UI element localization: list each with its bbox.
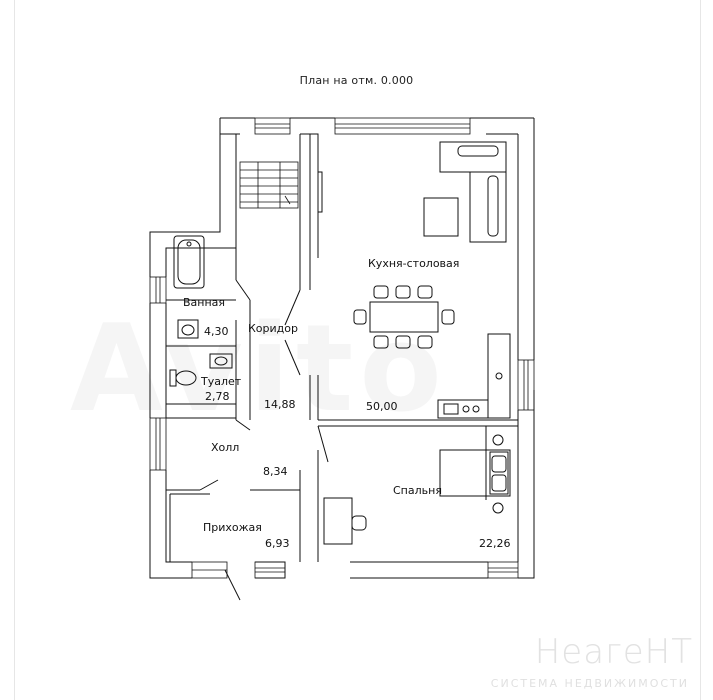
page-edge-right bbox=[700, 0, 701, 700]
bathtub bbox=[173, 235, 205, 289]
bedroom-desk bbox=[323, 497, 367, 545]
kitchen-sofa bbox=[423, 141, 507, 243]
doors bbox=[199, 171, 329, 601]
stairs bbox=[239, 161, 299, 209]
bedroom-name: Спальня bbox=[393, 484, 442, 497]
kitchen-counter bbox=[437, 333, 511, 419]
toilet-sink bbox=[209, 353, 233, 369]
page-edge-left bbox=[14, 0, 15, 700]
bedroom-area: 22,26 bbox=[479, 537, 511, 550]
entry-name: Прихожая bbox=[203, 521, 262, 534]
brand-watermark: НеагеНТ bbox=[534, 632, 693, 672]
brand-watermark-subtitle: СИСТЕМА НЕДВИЖИМОСТИ bbox=[490, 677, 689, 690]
kitchen-name: Кухня-столовая bbox=[368, 257, 460, 270]
toilet-bowl bbox=[169, 369, 197, 387]
toilet-name: Туалет bbox=[201, 375, 242, 388]
windows bbox=[149, 117, 535, 579]
avito-watermark: Avito bbox=[70, 300, 448, 439]
outer-walls bbox=[149, 117, 535, 579]
interior-walls bbox=[166, 134, 518, 562]
corridor-name: Коридор bbox=[248, 322, 298, 335]
bed bbox=[439, 434, 511, 514]
bath-sink bbox=[177, 319, 199, 339]
entry-area: 6,93 bbox=[265, 537, 290, 550]
hall-name: Холл bbox=[211, 441, 240, 454]
bath-area: 4,30 bbox=[204, 325, 229, 338]
kitchen-area: 50,00 bbox=[366, 400, 398, 413]
corridor-area: 14,88 bbox=[264, 398, 296, 411]
toilet-area: 2,78 bbox=[205, 390, 230, 403]
dining-table bbox=[353, 285, 455, 349]
bath-name: Ванная bbox=[183, 296, 226, 309]
plan-title: План на отм. 0.000 bbox=[299, 74, 414, 87]
hall-area: 8,34 bbox=[263, 465, 288, 478]
